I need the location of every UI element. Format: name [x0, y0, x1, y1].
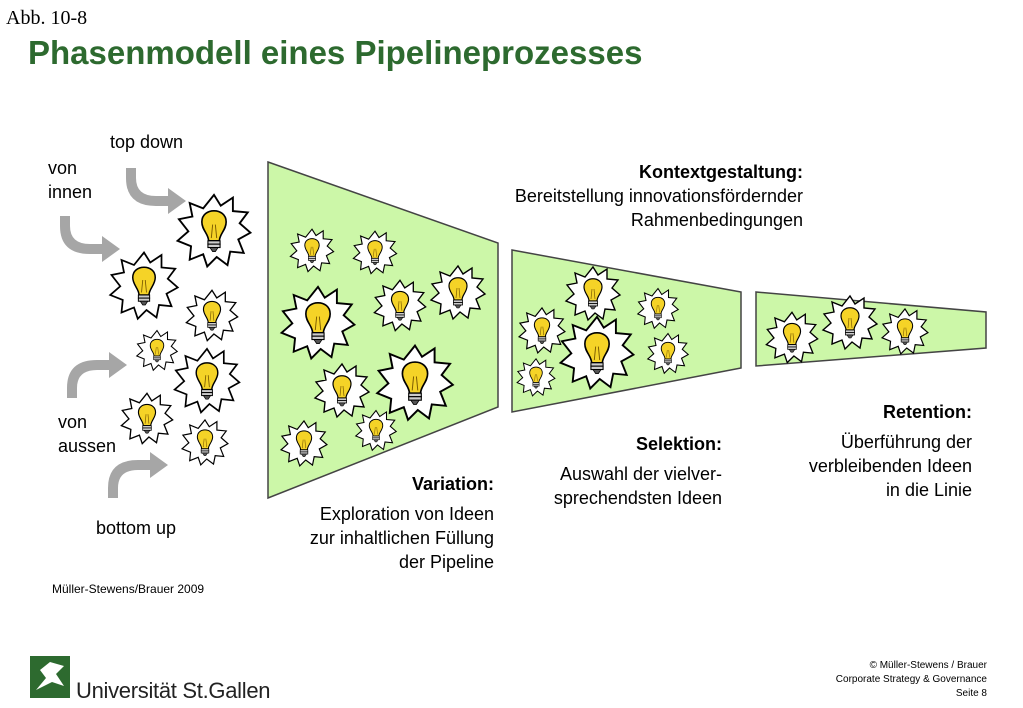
label-von-innen: von innen — [48, 156, 92, 204]
label-von-innen-line: innen — [48, 182, 93, 202]
phase-selektion-line: sprechendsten Ideen — [553, 488, 722, 508]
phase-selektion-label: Selektion: Auswahl der vielver- sprechen… — [554, 432, 722, 510]
idea-bulb-icon — [173, 347, 241, 414]
pipeline-retention-section — [755, 291, 987, 367]
phase-variation-label: Variation: Exploration von Ideen zur inh… — [310, 472, 494, 574]
label-von-aussen: von aussen — [58, 410, 116, 458]
phase-selektion-heading: Selektion: — [635, 434, 722, 454]
phase-retention-heading: Retention: — [883, 402, 972, 422]
phase-kontext-line: Bereitstellung innovationsfördernder — [514, 186, 803, 206]
phase-retention-label: Retention: Überführung der verbleibenden… — [809, 400, 972, 502]
arrow-bottom-up-icon — [108, 452, 168, 498]
idea-bulb-icon — [109, 251, 179, 320]
footer-copyright: © Müller-Stewens / Brauer — [869, 660, 987, 671]
footer-page-number: Seite 8 — [955, 688, 987, 699]
phase-kontext-label: Kontextgestaltung: Bereitstellung innova… — [515, 160, 803, 232]
phase-variation-heading: Variation: — [411, 474, 494, 494]
footer-course: Corporate Strategy & Governance — [835, 674, 987, 685]
phase-selektion-line: Auswahl der vielver- — [559, 464, 722, 484]
pipeline-selektion-section — [511, 249, 742, 413]
phase-retention-line: Überführung der — [840, 432, 972, 452]
idea-bulb-icon — [185, 289, 239, 342]
phase-variation-line: Exploration von Ideen — [319, 504, 494, 524]
label-top-down: top down — [110, 132, 184, 152]
phase-retention-line: in die Linie — [885, 480, 972, 500]
label-von-innen-line: von — [48, 158, 78, 178]
arrow-top-down-icon — [126, 168, 186, 214]
phase-kontext-line: Rahmenbedingungen — [630, 210, 803, 230]
phase-variation-line: zur inhaltlichen Füllung — [309, 528, 494, 548]
idea-bulb-icon — [176, 193, 252, 268]
arrow-von-innen-icon — [60, 216, 120, 262]
arrow-von-aussen-icon — [67, 352, 127, 398]
page-title: Phasenmodell eines Pipelineprozesses — [28, 34, 643, 71]
citation: Müller-Stewens/Brauer 2009 — [52, 582, 205, 596]
university-logo-icon — [30, 656, 70, 698]
phase-retention-line: verbleibenden Ideen — [808, 456, 972, 476]
idea-bulb-icon — [181, 419, 229, 466]
label-bottom-up: bottom up — [96, 518, 177, 538]
idea-bulb-icon — [136, 329, 178, 371]
label-von-aussen-line: von — [58, 412, 88, 432]
phase-kontext-heading: Kontextgestaltung: — [639, 162, 803, 182]
phase-variation-line: der Pipeline — [398, 552, 494, 572]
idea-bulb-icon — [120, 392, 174, 445]
figure-number: Abb. 10-8 — [6, 7, 88, 29]
label-von-aussen-line: aussen — [58, 436, 117, 456]
university-logo-text: Universität St.Gallen — [76, 678, 271, 703]
